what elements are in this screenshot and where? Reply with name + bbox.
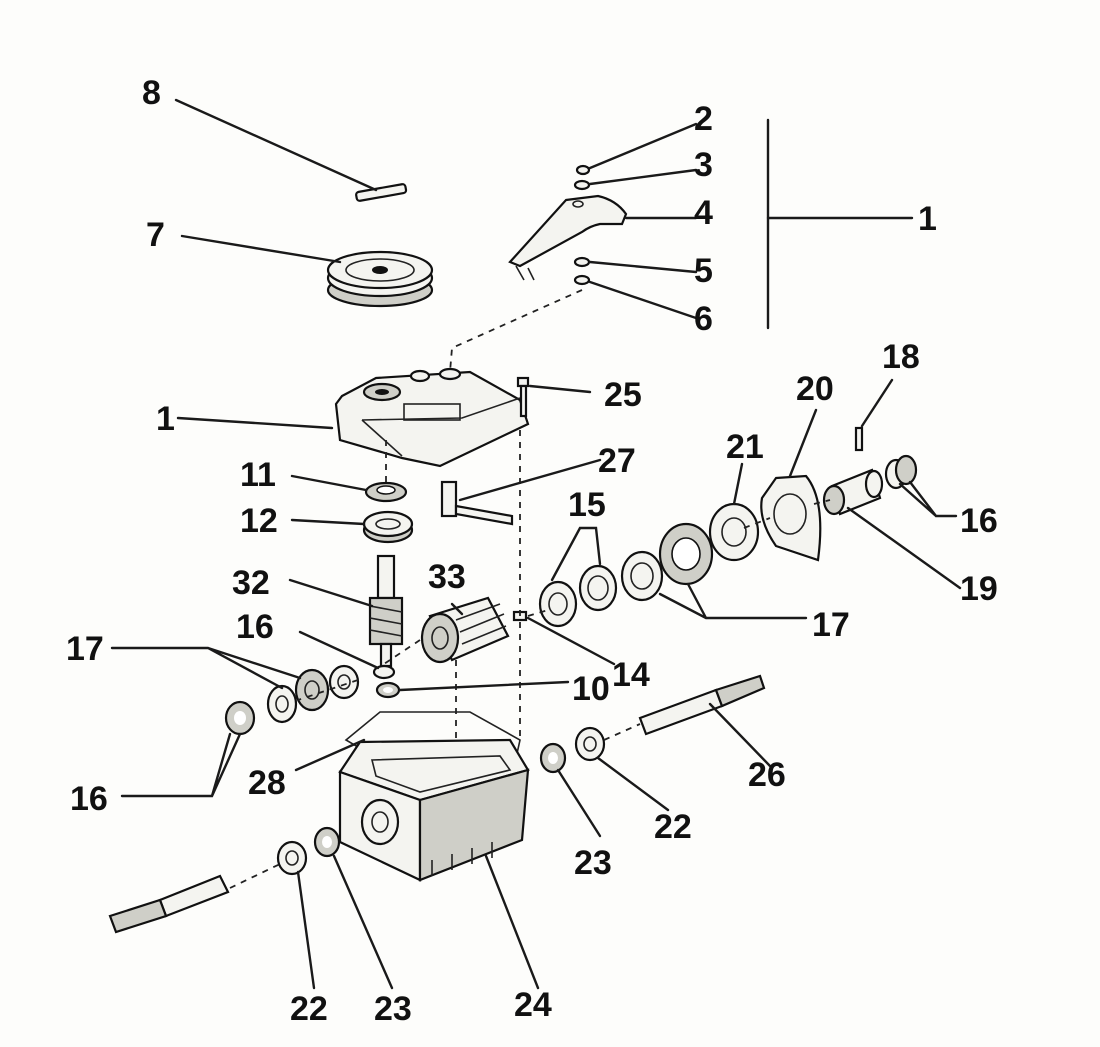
part-7-pulley [326,250,434,308]
label-15: 15 [568,486,606,524]
leader-lines [110,98,962,990]
label-16-left: 16 [70,780,108,818]
part-16-washer-right [884,454,918,490]
label-17-right: 17 [812,606,850,644]
part-27-pin [440,480,514,526]
label-12: 12 [240,502,278,540]
part-16-washer-left [224,700,256,736]
label-14: 14 [612,656,650,694]
part-22-bearing-left [276,840,308,876]
part-4-lever [508,194,628,281]
part-2-nut [575,164,591,176]
part-19-coupling [822,468,884,516]
part-22-bearing-right [574,726,606,762]
callout-labels: 8 7 2 3 4 5 6 1 1 25 27 11 12 32 33 16 1… [66,74,998,1028]
part-21-washer [708,502,760,562]
part-11-seal [364,481,408,503]
part-26-axle-right [638,674,766,736]
part-10-bushing [375,681,401,699]
label-8: 8 [142,74,161,112]
part-17-bearing-left [266,664,360,724]
group-bracket [766,118,914,330]
part-18-pin [854,426,864,452]
label-32: 32 [232,564,270,602]
part-5-washer [573,256,591,268]
label-24: 24 [514,986,552,1024]
label-21: 21 [726,428,764,466]
label-7: 7 [146,216,165,254]
part-16-washer-center [372,664,396,680]
part-24-housing [338,738,530,882]
label-23-right: 23 [574,844,612,882]
label-27: 27 [598,442,636,480]
part-3-washer [573,179,591,191]
part-axle-left [108,874,230,934]
part-6-washer [573,274,591,286]
part-17-bearing-right [620,522,714,602]
label-17-left: 17 [66,630,104,668]
part-8-pin [355,183,408,202]
label-3: 3 [694,146,713,184]
part-33-worm-gear [420,596,510,664]
label-22-right: 22 [654,808,692,846]
part-12-bearing [362,510,414,544]
label-5: 5 [694,252,713,290]
label-1-cover: 1 [156,400,175,438]
label-26: 26 [748,756,786,794]
label-20: 20 [796,370,834,408]
label-23-left: 23 [374,990,412,1028]
part-25-bolt [516,376,530,418]
label-18: 18 [882,338,920,376]
part-1-cover [334,367,530,468]
label-16-right: 16 [960,502,998,540]
label-33: 33 [428,558,466,596]
label-10: 10 [572,670,610,708]
part-15-washers [538,564,618,628]
part-23-seal-left [313,826,341,858]
label-4: 4 [694,194,713,232]
label-2: 2 [694,100,713,138]
label-25: 25 [604,376,642,414]
part-32-worm-shaft [368,554,404,668]
label-1-group: 1 [918,200,937,238]
label-16-center: 16 [236,608,274,646]
label-19: 19 [960,570,998,608]
label-6: 6 [694,300,713,338]
label-28: 28 [248,764,286,802]
label-22-left: 22 [290,990,328,1028]
part-23-seal-right [539,742,567,774]
part-20-gasket [760,474,822,562]
label-11: 11 [240,456,276,494]
